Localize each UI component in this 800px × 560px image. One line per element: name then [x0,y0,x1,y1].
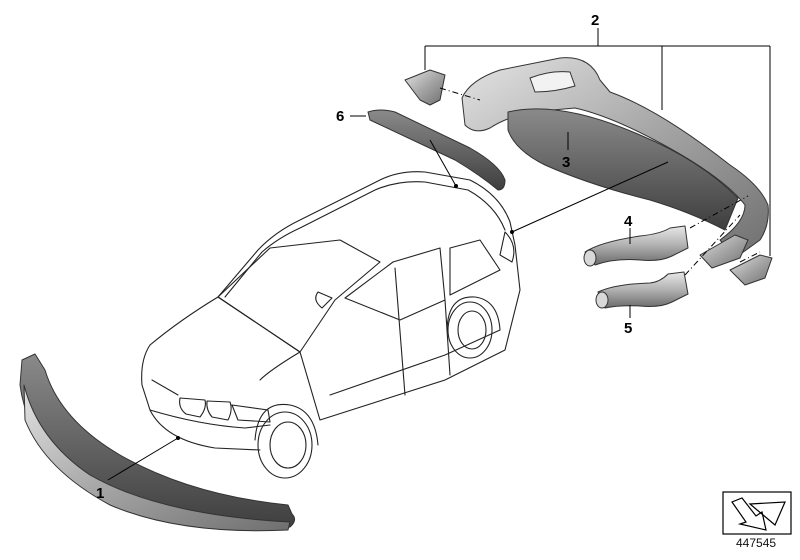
attach-line-pipe-5 [684,214,741,276]
callout-2: 2 [591,12,599,29]
callout-4: 4 [624,213,633,230]
part-front-splitter[interactable] [19,353,296,532]
callout-5: 5 [624,320,632,337]
attach-line-right [739,251,761,263]
leader-dot-1 [176,436,180,440]
part-tailpipe-upper[interactable] [583,225,689,267]
part-tailpipe-lower[interactable] [595,271,689,309]
leader-line-6-car [429,139,457,187]
leader-line-rear [511,161,669,233]
callout-6: 6 [336,108,344,125]
leader-line-1 [107,437,179,481]
part-right-bracket[interactable] [699,234,749,269]
callout-1: 1 [96,485,104,502]
leader-dot-rear [510,230,514,234]
callout-3: 3 [562,154,570,171]
part-left-end-cap[interactable] [404,69,446,106]
part-rear-bumper-trim[interactable] [461,57,769,259]
part-right-end-cap[interactable] [729,254,773,286]
document-number: 447545 [736,536,777,550]
vehicle-outline [141,171,521,479]
attach-line-pipe-4 [689,195,749,229]
part-roof-spoiler[interactable] [367,109,506,191]
arrow-icon [722,491,792,535]
leader-dot-6 [454,184,458,188]
